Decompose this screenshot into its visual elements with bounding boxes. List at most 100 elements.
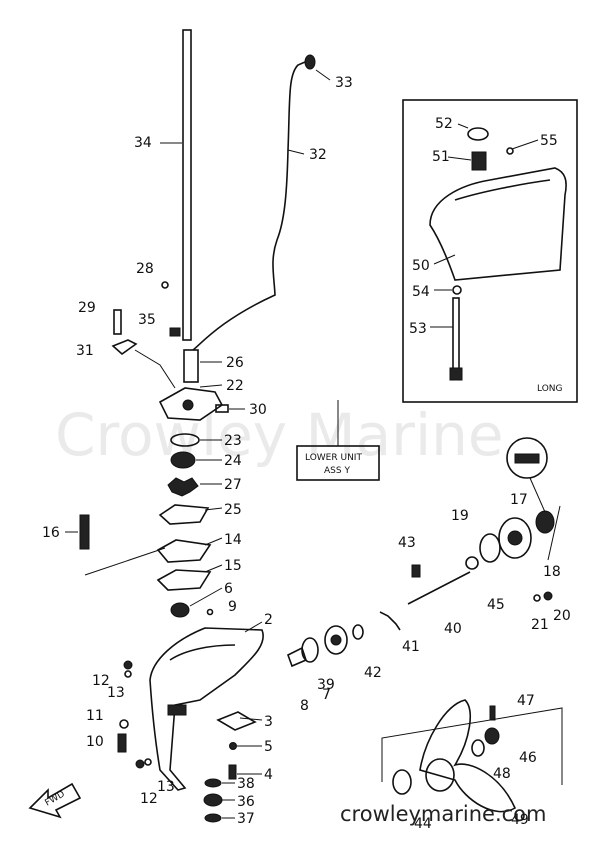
lower-unit-label-frame xyxy=(296,445,380,481)
footer-site-text: crowleymarine.com xyxy=(340,802,546,826)
callout-39: 39 xyxy=(317,677,335,693)
part-33-clip xyxy=(304,54,316,70)
callout-19: 19 xyxy=(451,508,469,524)
part-12-plug-lower xyxy=(135,759,145,769)
part-30-insert xyxy=(215,404,229,413)
callout-23: 23 xyxy=(224,433,242,449)
seal-detail-callout xyxy=(506,437,548,479)
callout-15: 15 xyxy=(224,558,242,574)
leader-52 xyxy=(457,123,469,129)
leader-14 xyxy=(204,537,223,546)
lower-unit-label-line1: LOWER UNIT xyxy=(305,453,362,463)
callout-25: 25 xyxy=(224,502,242,518)
part-3-anode xyxy=(216,711,257,731)
lower-unit-label-line2: ASS Y xyxy=(324,466,350,476)
callout-6: 6 xyxy=(224,581,233,597)
part-7-seal xyxy=(301,637,319,663)
callout-2: 2 xyxy=(264,612,273,628)
callout-22: 22 xyxy=(226,378,244,394)
part-45-washer xyxy=(465,556,479,570)
part-29-bolt xyxy=(113,309,122,335)
bearing-center xyxy=(330,634,342,646)
part-5-bolt xyxy=(229,742,237,750)
leader-18 xyxy=(547,505,561,561)
leader-31-link xyxy=(134,349,176,389)
callout-12-upper: 12 xyxy=(92,673,110,689)
callout-45: 45 xyxy=(487,597,505,613)
callout-51: 51 xyxy=(432,149,450,165)
leader-15 xyxy=(204,564,223,573)
callout-numbers: 33 34 32 52 55 51 50 54 53 28 29 35 31 2… xyxy=(42,75,571,832)
callout-42: 42 xyxy=(364,665,382,681)
callout-26: 26 xyxy=(226,355,244,371)
callout-28: 28 xyxy=(136,261,154,277)
callout-16: 16 xyxy=(42,525,60,541)
callout-43: 43 xyxy=(398,535,416,551)
callout-18: 18 xyxy=(543,564,561,580)
watermark-text: Crowley Marine xyxy=(55,401,504,469)
callout-13-lower: 13 xyxy=(157,779,175,795)
callout-35: 35 xyxy=(138,312,156,328)
part-4-bolt xyxy=(228,764,237,780)
leader-33 xyxy=(315,69,331,81)
extension-edge xyxy=(454,179,551,201)
part-54-washer xyxy=(452,285,462,295)
part-55-pin xyxy=(506,147,514,155)
part-14-gasket xyxy=(156,539,212,563)
callout-33: 33 xyxy=(335,75,353,91)
callout-17: 17 xyxy=(510,492,528,508)
inset-frame xyxy=(402,99,578,403)
callout-54: 54 xyxy=(412,284,430,300)
leader-55 xyxy=(511,139,539,150)
part-47-pin xyxy=(489,705,496,721)
part-44-thrust-washer xyxy=(392,769,412,795)
part-27-impeller xyxy=(167,477,199,497)
callout-8: 8 xyxy=(300,698,309,714)
callout-48: 48 xyxy=(493,766,511,782)
part-6-seal xyxy=(170,602,190,618)
callout-20: 20 xyxy=(553,608,571,624)
leader-6 xyxy=(189,587,223,607)
callout-44: 44 xyxy=(414,816,432,832)
callout-47: 47 xyxy=(517,693,535,709)
part-9-pin xyxy=(206,608,214,616)
callout-24: 24 xyxy=(224,453,242,469)
part-2-gearcase xyxy=(149,627,264,791)
part-40-prop-shaft xyxy=(407,571,471,605)
seal-detail-mark xyxy=(514,453,540,464)
part-24-liner xyxy=(170,451,196,469)
part-49-propeller xyxy=(419,699,517,813)
part-32-shift-rod xyxy=(192,61,306,351)
pump-housing-hole xyxy=(182,399,194,411)
leader-3 xyxy=(239,717,263,721)
propeller-group-bracket xyxy=(381,707,563,785)
part-13-gasket xyxy=(124,670,132,678)
callout-3: 3 xyxy=(264,714,273,730)
part-31-plate xyxy=(111,339,138,356)
propeller-hub xyxy=(425,758,455,792)
callout-12-lower: 12 xyxy=(140,791,158,807)
callout-53: 53 xyxy=(409,321,427,337)
leader-32 xyxy=(287,149,305,155)
part-15-plate xyxy=(156,569,212,591)
part-38-washer xyxy=(204,778,222,788)
seal-detail-leader xyxy=(529,477,546,513)
callout-13-upper: 13 xyxy=(107,685,125,701)
part-50-extension xyxy=(429,167,567,281)
callout-37: 37 xyxy=(237,811,255,827)
part-35-pin xyxy=(169,327,181,337)
callout-14: 14 xyxy=(224,532,242,548)
callout-50: 50 xyxy=(412,258,430,274)
part-12-plug xyxy=(123,660,133,670)
fwd-arrow-shape xyxy=(28,782,82,819)
part-20-bolt xyxy=(543,591,553,601)
part-10-bolt xyxy=(117,733,127,753)
part-36-nut xyxy=(203,793,223,807)
part-41-spring xyxy=(379,611,401,631)
part-21-washer xyxy=(533,594,541,602)
gearcase-mark xyxy=(167,704,187,716)
callout-36: 36 xyxy=(237,794,255,810)
callout-40: 40 xyxy=(444,621,462,637)
callout-41: 41 xyxy=(402,639,420,655)
